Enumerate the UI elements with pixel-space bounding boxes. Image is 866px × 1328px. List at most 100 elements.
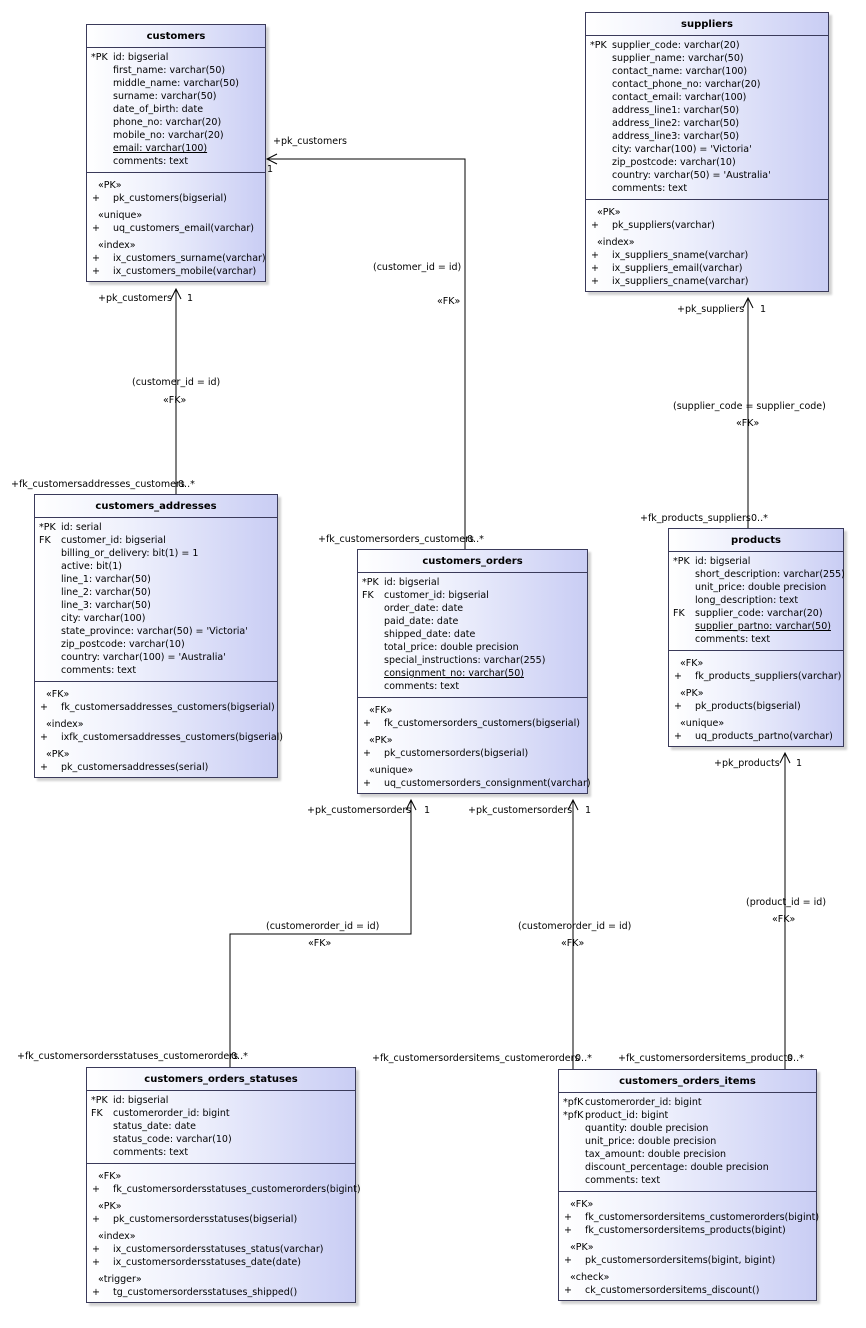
attribute-text: comments: text	[695, 634, 771, 645]
attribute-row: line_1: varchar(50)	[35, 573, 277, 586]
visibility-plus: +	[591, 263, 599, 274]
attribute-text: comments: text	[113, 156, 189, 167]
operation-row: +ck_customersordersitems_discount()	[559, 1284, 816, 1297]
attribute-text: line_3: varchar(50)	[61, 600, 151, 611]
attribute-row: zip_postcode: varchar(10)	[35, 638, 277, 651]
operation-text: fk_customersaddresses_customers(bigseria…	[61, 702, 275, 713]
r3-stereotype: «FK»	[736, 418, 760, 429]
r3-target-mult: 1	[760, 304, 767, 315]
attribute-text: comments: text	[585, 1175, 661, 1186]
attribute-row: tax_amount: double precision	[559, 1148, 816, 1161]
attribute-row: comments: text	[87, 1146, 355, 1159]
visibility-plus: +	[92, 1184, 100, 1195]
attribute-text: city: varchar(100)	[61, 613, 146, 624]
attribute-row: city: varchar(100) = 'Victoria'	[586, 143, 828, 156]
visibility-plus: +	[92, 266, 100, 277]
attribute-text: id: bigserial	[384, 577, 440, 588]
attribute-row: line_2: varchar(50)	[35, 586, 277, 599]
key-marker: *pfK	[563, 1110, 584, 1121]
r4-target-mult: 1	[424, 805, 431, 816]
stereotype-label: «FK»	[46, 689, 70, 700]
attribute-row: address_line2: varchar(50)	[586, 117, 828, 130]
operation-list: «FK»+fk_customersordersstatuses_customer…	[87, 1164, 361, 1302]
operation-row: +ix_suppliers_sname(varchar)	[586, 249, 828, 262]
stereotype-label: «FK»	[680, 658, 704, 669]
attribute-row: *PK id: bigserial	[358, 576, 587, 589]
operation-text: fk_customersordersitems_customerorders(b…	[585, 1212, 820, 1223]
attribute-text: supplier_code: varchar(20)	[612, 40, 740, 51]
attribute-text: comments: text	[612, 183, 688, 194]
operation-row: +pk_customersorders(bigserial)	[358, 747, 587, 760]
operation-text: ixfk_customersaddresses_customers(bigser…	[61, 732, 284, 743]
operation-list: «PK»+pk_suppliers(varchar)«index»+ix_sup…	[586, 200, 828, 291]
r4-source-mult: 0..*	[231, 1051, 248, 1062]
r1-target-role: +pk_customers	[98, 293, 172, 304]
attribute-text: unit_price: double precision	[695, 582, 827, 593]
attribute-row: address_line3: varchar(50)	[586, 130, 828, 143]
attribute-text: short_description: varchar(255)	[695, 569, 845, 580]
operation-row: +ix_suppliers_email(varchar)	[586, 262, 828, 275]
operation-text: pk_customersorders(bigserial)	[384, 748, 529, 759]
attribute-text: surname: varchar(50)	[113, 91, 217, 102]
operation-row: +ixfk_customersaddresses_customers(bigse…	[35, 731, 283, 744]
attribute-text: contact_phone_no: varchar(20)	[612, 79, 761, 90]
attribute-row: first_name: varchar(50)	[87, 64, 265, 77]
stereotype-label: «unique»	[680, 718, 725, 729]
r2-stereotype: «FK»	[437, 296, 461, 307]
operation-row: +pk_customersordersstatuses(bigserial)	[87, 1213, 355, 1226]
attribute-row: unit_price: double precision	[559, 1135, 816, 1148]
attribute-text: unit_price: double precision	[585, 1136, 717, 1147]
operation-row: +uq_customersorders_consignment(varchar)	[358, 777, 591, 790]
stereotype-label: «index»	[98, 1231, 136, 1242]
r6-stereotype: «FK»	[772, 914, 796, 925]
r1-stereotype: «FK»	[163, 395, 187, 406]
r5-target-mult: 1	[585, 805, 592, 816]
stereotype-label: «index»	[46, 719, 84, 730]
attribute-text: state_province: varchar(50) = 'Victoria'	[61, 626, 248, 637]
r1-source-role: +fk_customersaddresses_customers	[11, 479, 185, 490]
attribute-row: total_price: double precision	[358, 641, 587, 654]
operation-list: «FK»+fk_customersordersitems_customerord…	[559, 1192, 820, 1300]
attribute-text: quantity: double precision	[585, 1123, 709, 1134]
attribute-row: consignment_no: varchar(50)	[358, 667, 587, 680]
attribute-text: comments: text	[113, 1147, 189, 1158]
attribute-text: id: bigserial	[695, 556, 751, 567]
attribute-text: comments: text	[384, 681, 460, 692]
key-marker: FK	[91, 1108, 103, 1119]
key-marker: *PK	[91, 1095, 108, 1106]
key-marker: *PK	[673, 556, 690, 567]
r2-source-mult: 0..*	[467, 534, 484, 545]
attribute-text: address_line3: varchar(50)	[612, 131, 740, 142]
attribute-row: special_instructions: varchar(255)	[358, 654, 587, 667]
key-marker: *PK	[362, 577, 379, 588]
attribute-row: state_province: varchar(50) = 'Victoria'	[35, 625, 277, 638]
link-statuses-orders[interactable]	[229, 800, 412, 1067]
attribute-row: comments: text	[87, 155, 265, 168]
attribute-text: order_date: date	[384, 603, 464, 614]
operation-row: +fk_customersorders_customers(bigserial)	[358, 717, 587, 730]
r2-condition: (customer_id = id)	[373, 262, 462, 273]
r1-source-mult: 0..*	[178, 479, 195, 490]
r3-target-role: +pk_suppliers	[677, 304, 745, 315]
stereotype-label: «PK»	[570, 1242, 594, 1253]
attribute-row: order_date: date	[358, 602, 587, 615]
operation-row: +ix_customers_surname(varchar)	[87, 252, 266, 265]
operation-text: ix_customersordersstatuses_status(varcha…	[113, 1244, 324, 1255]
link-orders-customers[interactable]	[267, 158, 466, 549]
r4-target-role: +pk_customersorders	[307, 805, 412, 816]
stereotype-label: «index»	[98, 240, 136, 251]
